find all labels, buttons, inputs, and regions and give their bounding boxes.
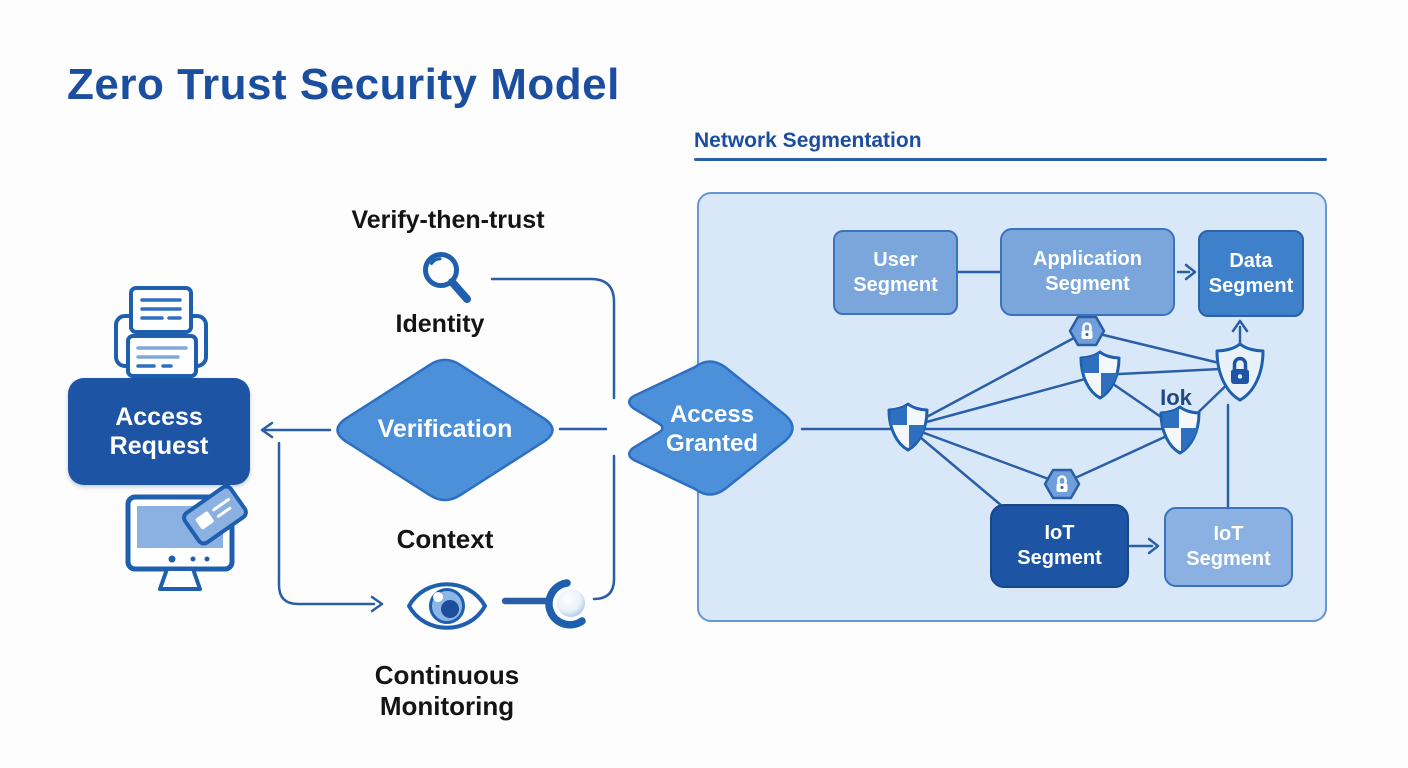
monitoring-line2: Monitoring bbox=[379, 691, 515, 721]
user-segment-line2: Segment bbox=[853, 273, 938, 296]
connector-identity-down-lower bbox=[592, 454, 616, 601]
application-segment-line2: Segment bbox=[1045, 273, 1130, 295]
iot-segment-primary-node: IoT Segment bbox=[990, 504, 1129, 588]
arrowhead-up-data bbox=[1231, 319, 1249, 333]
iot-secondary-line1: IoT bbox=[1213, 523, 1244, 545]
mesh-annotation: Iok bbox=[1160, 385, 1193, 410]
connector-shield-left-to-iot bbox=[906, 425, 1004, 508]
principle-label: Verify-then-trust bbox=[351, 206, 545, 234]
user-segment-line1: User bbox=[873, 248, 918, 271]
arrowhead-iot bbox=[1147, 537, 1160, 555]
monitoring-loop-icon bbox=[545, 579, 586, 629]
application-segment-line1: Application bbox=[1033, 248, 1142, 270]
iot-primary-line2: Segment bbox=[1017, 547, 1102, 569]
monitoring-line1: Continuous bbox=[374, 660, 520, 690]
arrowhead-right bbox=[370, 595, 384, 613]
connector-feedback-loop bbox=[277, 441, 376, 606]
data-segment-line2: Segment bbox=[1208, 274, 1294, 297]
access-request-line1: Access bbox=[115, 402, 203, 431]
connector-identity-down-upper bbox=[490, 277, 616, 400]
shield-icon-left bbox=[887, 402, 929, 452]
connector-shield-left-to-lockbadge-bottom bbox=[906, 425, 1064, 486]
continuous-monitoring-label: Continuous Monitoring bbox=[322, 660, 572, 722]
access-granted-line2: Granted bbox=[665, 430, 758, 457]
arrowhead-left bbox=[260, 421, 274, 439]
workstation-icon bbox=[125, 484, 248, 591]
connector-lockbadge-top-to-lockshield bbox=[1085, 329, 1242, 370]
printer-icon bbox=[114, 286, 208, 378]
id-badge-icon bbox=[182, 484, 248, 546]
iot-secondary-line2: Segment bbox=[1186, 548, 1271, 570]
identity-label: Identity bbox=[395, 310, 485, 338]
application-segment-node: Application Segment bbox=[1000, 228, 1175, 316]
iot-primary-line1: IoT bbox=[1044, 522, 1075, 544]
access-granted-label: Access Granted bbox=[632, 400, 792, 458]
shield-icon-center bbox=[1079, 350, 1121, 400]
verification-diamond bbox=[336, 358, 554, 502]
page-title: Zero Trust Security Model bbox=[67, 60, 620, 109]
user-segment-node: User Segment bbox=[833, 230, 958, 315]
connector-shield-right-to-lockbadge-bottom bbox=[1060, 428, 1182, 486]
access-request-line2: Request bbox=[109, 431, 209, 460]
heading-underline bbox=[694, 158, 1327, 161]
identity-search-icon bbox=[423, 252, 471, 303]
context-label: Context bbox=[396, 524, 494, 554]
shield-icon-right bbox=[1159, 405, 1201, 455]
data-segment-line1: Data bbox=[1229, 249, 1273, 272]
access-granted-shape bbox=[628, 360, 794, 496]
iot-segment-secondary-node: IoT Segment bbox=[1164, 507, 1293, 587]
access-request-node: Access Request bbox=[68, 378, 250, 485]
lock-shield-icon bbox=[1215, 342, 1265, 402]
lock-badge-icon-top bbox=[1068, 315, 1106, 347]
network-segmentation-heading: Network Segmentation bbox=[694, 129, 922, 152]
eye-icon bbox=[407, 582, 487, 630]
data-segment-node: Data Segment bbox=[1198, 230, 1304, 317]
lock-badge-icon-bottom bbox=[1043, 468, 1081, 500]
connector-shield-left-to-lockbadge-top bbox=[906, 329, 1089, 429]
verification-label: Verification bbox=[377, 415, 513, 443]
arrowhead-to-data bbox=[1184, 263, 1197, 281]
connector-shield-center-to-lockshield bbox=[1098, 366, 1242, 377]
access-granted-line1: Access bbox=[669, 401, 755, 428]
connector-shield-left-to-shield-center bbox=[906, 373, 1102, 429]
